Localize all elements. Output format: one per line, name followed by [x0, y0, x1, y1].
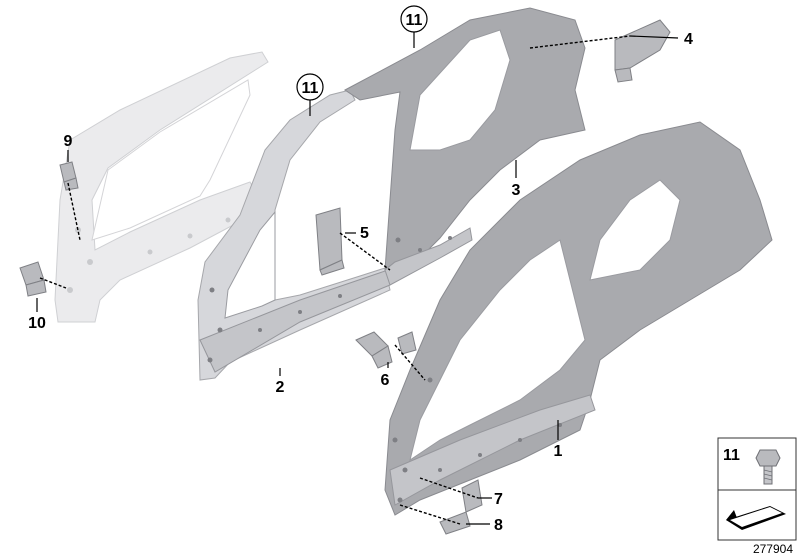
- inner-side-frame-ghost: [54, 51, 269, 323]
- legend-part-number: 11: [723, 447, 740, 464]
- callout-4: 4: [684, 31, 693, 48]
- side-frame-part-2: [197, 89, 391, 381]
- callout-6: 6: [381, 372, 390, 389]
- callouts: 11 11 4 3 5 9 10 2 6 1 7 8: [28, 5, 693, 534]
- bracket-9: [59, 161, 79, 191]
- bracket-5: [315, 207, 345, 276]
- callout-2: 2: [276, 379, 285, 396]
- callout-11b: 11: [302, 80, 319, 97]
- callout-11b-circle: [296, 73, 324, 101]
- callout-9: 9: [64, 133, 73, 150]
- bracket-10: [19, 261, 47, 297]
- callout-5: 5: [360, 225, 369, 242]
- leader-lines: [36, 30, 679, 525]
- screw-icon: [755, 449, 781, 485]
- side-frame-part-1: [384, 121, 773, 516]
- callout-10: 10: [28, 315, 46, 332]
- document-number: 277904: [753, 542, 793, 556]
- callout-1: 1: [554, 443, 563, 460]
- callout-11a: 11: [406, 12, 423, 29]
- arrow-symbol-icon: [726, 506, 786, 530]
- callout-11a-circle: [400, 5, 428, 33]
- bracket-4: [614, 19, 671, 83]
- callout-8: 8: [494, 517, 503, 534]
- part-legend: 11: [717, 437, 797, 541]
- rear-side-panel-part-3: [344, 7, 586, 286]
- callout-7: 7: [494, 491, 503, 508]
- bracket-6: [355, 331, 417, 369]
- callout-3: 3: [512, 182, 521, 199]
